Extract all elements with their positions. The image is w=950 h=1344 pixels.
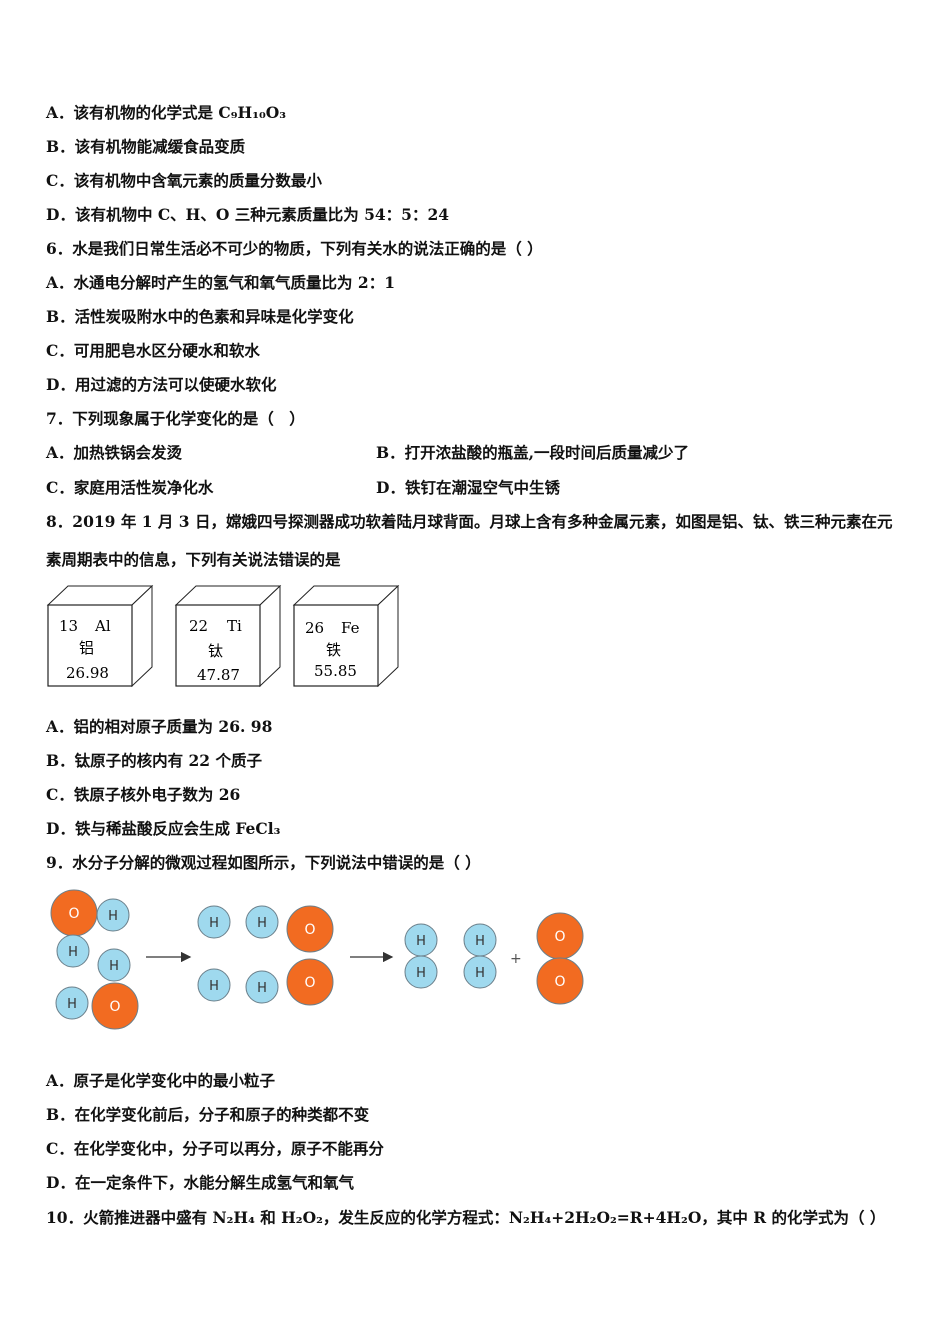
option-8d: D．铁与稀盐酸反应会生成 FeCl₃ <box>46 819 281 838</box>
question-10: 10．火箭推进器中盛有 N₂H₄ 和 H₂O₂，发生反应的化学方程式：N₂H₄+… <box>46 1208 886 1227</box>
element-mass: 26.98 <box>66 664 109 682</box>
hydrogen-atom: H <box>404 955 438 989</box>
option-9a: A．原子是化学变化中的最小粒子 <box>46 1071 276 1090</box>
element-card-ti: 22 Ti 钛 47.87 <box>174 584 285 693</box>
atom-label: H <box>257 981 267 996</box>
atom-label: O <box>554 974 565 990</box>
oxygen-atom: O <box>536 912 584 960</box>
question-8-line-2: 素周期表中的信息，下列有关说法错误的是 <box>46 550 341 569</box>
hydrogen-atom: H <box>97 948 131 982</box>
oxygen-atom: O <box>91 982 139 1030</box>
molecule-svg: + O H H H H O H H O H H O H H H H O O <box>50 889 584 1030</box>
option-6c: C．可用肥皂水区分硬水和软水 <box>46 341 260 360</box>
hydrogen-atom: H <box>197 968 231 1002</box>
element-name: 铁 <box>326 641 341 659</box>
option-5b: B．该有机物能减缓食品变质 <box>46 137 246 156</box>
atom-label: H <box>109 959 119 974</box>
option-7b: B．打开浓盐酸的瓶盖,一段时间后质量减少了 <box>376 443 689 462</box>
water-decomposition-diagram: + O H H H H O H H O H H O H H H H O O <box>40 885 600 1049</box>
question-6: 6．水是我们日常生活必不可少的物质，下列有关水的说法正确的是（ ） <box>46 239 543 258</box>
question-9: 9．水分子分解的微观过程如图所示，下列说法中错误的是（ ） <box>46 853 481 872</box>
hydrogen-atom: H <box>463 955 497 989</box>
atom-label: H <box>416 966 426 981</box>
atom-label: H <box>68 945 78 960</box>
plus-sign: + <box>510 951 522 967</box>
element-symbol: Fe <box>341 619 360 637</box>
hydrogen-atom: H <box>245 970 279 1004</box>
atom-label: H <box>475 934 485 949</box>
element-number: 22 <box>189 617 208 635</box>
option-9d: D．在一定条件下，水能分解生成氢气和氧气 <box>46 1173 354 1192</box>
element-mass: 47.87 <box>197 666 240 684</box>
atom-label: O <box>304 922 315 938</box>
hydrogen-atom: H <box>245 905 279 939</box>
oxygen-atom: O <box>50 889 98 937</box>
hydrogen-atom: H <box>197 905 231 939</box>
atom-label: H <box>257 916 267 931</box>
option-9b: B．在化学变化前后，分子和原子的种类都不变 <box>46 1105 370 1124</box>
atom-label: O <box>109 999 120 1015</box>
atom-label: H <box>416 934 426 949</box>
element-card-al: 13 Al 铝 26.98 <box>46 584 157 693</box>
option-7a: A．加热铁锅会发烫 <box>46 443 183 462</box>
element-symbol: Ti <box>227 617 242 635</box>
element-card-fe: 26 Fe 铁 55.85 <box>292 584 403 693</box>
option-7d: D．铁钉在潮湿空气中生锈 <box>376 478 560 497</box>
option-8c: C．铁原子核外电子数为 26 <box>46 785 241 804</box>
option-8a: A．铝的相对原子质量为 26. 98 <box>46 717 273 736</box>
option-5d: D．该有机物中 C、H、O 三种元素质量比为 54：5：24 <box>46 205 450 224</box>
hydrogen-atom: H <box>96 898 130 932</box>
option-9c: C．在化学变化中，分子可以再分，原子不能再分 <box>46 1139 384 1158</box>
atom-label: O <box>68 906 79 922</box>
element-mass: 55.85 <box>314 662 357 680</box>
element-name: 铝 <box>79 639 94 657</box>
atom-label: H <box>67 997 77 1012</box>
option-7c: C．家庭用活性炭净化水 <box>46 478 214 497</box>
oxygen-atom: O <box>536 957 584 1005</box>
hydrogen-atom: H <box>463 923 497 957</box>
option-5c: C．该有机物中含氧元素的质量分数最小 <box>46 171 322 190</box>
atom-label: H <box>209 916 219 931</box>
hydrogen-atom: H <box>55 986 89 1020</box>
hydrogen-atom: H <box>404 923 438 957</box>
question-7: 7．下列现象属于化学变化的是（ ） <box>46 409 305 428</box>
oxygen-atom: O <box>286 958 334 1006</box>
option-5a: A．该有机物的化学式是 C₉H₁₀O₃ <box>46 103 287 122</box>
option-8b: B．钛原子的核内有 22 个质子 <box>46 751 262 770</box>
option-6d: D．用过滤的方法可以使硬水软化 <box>46 375 277 394</box>
atom-label: H <box>209 979 219 994</box>
oxygen-atom: O <box>286 905 334 953</box>
question-8-line-1: 8．2019 年 1 月 3 日，嫦娥四号探测器成功软着陆月球背面。月球上含有多… <box>46 512 893 531</box>
element-symbol: Al <box>94 617 111 635</box>
element-number: 26 <box>305 619 324 637</box>
element-number: 13 <box>59 617 78 635</box>
hydrogen-atom: H <box>56 934 90 968</box>
atom-label: O <box>554 929 565 945</box>
option-6a: A．水通电分解时产生的氢气和氧气质量比为 2：1 <box>46 273 395 292</box>
atom-label: O <box>304 975 315 991</box>
atom-label: H <box>475 966 485 981</box>
option-6b: B．活性炭吸附水中的色素和异味是化学变化 <box>46 307 354 326</box>
element-name: 钛 <box>208 642 223 660</box>
atom-label: H <box>108 909 118 924</box>
